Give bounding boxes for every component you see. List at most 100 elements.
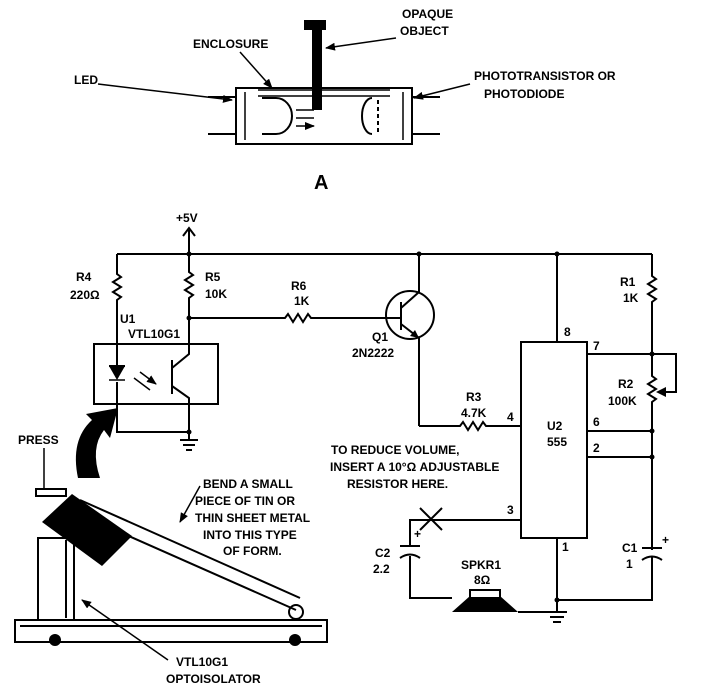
figure-a-caption: A xyxy=(314,172,328,194)
r1-value: 1K xyxy=(623,291,639,305)
volume-insert-point xyxy=(419,507,443,531)
detector-label-2: PHOTODIODE xyxy=(484,87,564,101)
r4-name: R4 xyxy=(76,270,92,284)
r2-potentiometer xyxy=(646,354,658,548)
q1-part: 2N2222 xyxy=(352,346,394,360)
note-line-2: INSERT A 10°Ω ADJUSTABLE xyxy=(330,460,499,474)
press-label: PRESS xyxy=(18,433,59,447)
opto-pointer xyxy=(81,599,169,661)
u1-light-arrows xyxy=(133,371,156,390)
c2-value: 2.2 xyxy=(373,562,390,576)
detector-leads xyxy=(412,96,440,135)
q1-leads xyxy=(392,254,420,426)
r3-value: 4.7K xyxy=(461,406,487,420)
r3-name: R3 xyxy=(466,390,482,404)
screw-left xyxy=(49,634,61,646)
bend-line-3: THIN SHEET METAL xyxy=(195,511,310,525)
c1-name: C1 xyxy=(622,541,638,555)
pin3-wire xyxy=(409,519,521,546)
bend-line-2: PIECE OF TIN OR xyxy=(195,494,295,508)
pin-6: 6 xyxy=(593,415,600,429)
note-line-1: TO REDUCE VOLUME, xyxy=(331,443,459,457)
detector-label-1: PHOTOTRANSISTOR OR xyxy=(474,69,616,83)
led-pointer xyxy=(97,83,233,103)
light-rays xyxy=(296,109,314,126)
screw-right xyxy=(289,634,301,646)
bend-line-5: OF FORM. xyxy=(223,544,282,558)
opaque-object xyxy=(304,20,326,110)
figure-a: LED ENCLOSURE OPAQUE OBJECT PHOTOTRANSIS… xyxy=(74,7,616,194)
r2-name: R2 xyxy=(618,377,634,391)
speaker-name: SPKR1 xyxy=(461,558,501,572)
opaque-label-2: OBJECT xyxy=(400,24,449,38)
r5-name: R5 xyxy=(205,270,221,284)
u1-led xyxy=(109,366,125,380)
u2-555-timer xyxy=(520,341,588,539)
c2-name: C2 xyxy=(375,546,391,560)
press-arrow-icon xyxy=(75,408,118,478)
press-tab xyxy=(35,488,67,497)
speaker xyxy=(452,596,518,612)
opaque-label-1: OPAQUE xyxy=(402,7,453,21)
supply-arrow xyxy=(182,226,196,237)
bend-line-4: INTO THIS TYPE xyxy=(203,528,297,542)
c2-capacitor xyxy=(399,545,452,599)
enclosure-label: ENCLOSURE xyxy=(193,37,268,51)
u1-led-leads xyxy=(109,344,189,433)
u2-part: 555 xyxy=(547,435,567,449)
detector-pointer xyxy=(413,83,471,100)
pin-4: 4 xyxy=(507,410,514,424)
pin-3: 3 xyxy=(507,503,514,517)
pin-1: 1 xyxy=(562,540,569,554)
r5-value: 10K xyxy=(205,287,227,301)
opto-line-2: OPTOISOLATOR xyxy=(166,672,261,686)
bend-line-1: BEND A SMALL xyxy=(203,477,293,491)
enclosure-ends xyxy=(244,92,404,140)
circuit: +5V R4 220Ω R5 10K R6 1K Q1 2N2222 R3 4.… xyxy=(70,211,677,623)
q1-emitter-arrow xyxy=(410,330,419,338)
r6-resistor xyxy=(189,312,392,324)
r2-wiper xyxy=(656,387,666,397)
enclosure-highlight xyxy=(258,89,390,97)
c1-plate-top xyxy=(642,547,662,550)
pin-2: 2 xyxy=(593,441,600,455)
r1-resistor xyxy=(646,254,658,354)
r1-name: R1 xyxy=(620,275,636,289)
r6-name: R6 xyxy=(291,279,307,293)
c1-plus: + xyxy=(662,533,669,547)
pin-8: 8 xyxy=(564,325,571,339)
c1-value: 1 xyxy=(626,557,633,571)
r3-resistor xyxy=(419,420,521,432)
u2-ground xyxy=(547,611,567,623)
note-line-3: RESISTOR HERE. xyxy=(347,477,448,491)
base-board xyxy=(14,619,328,643)
opto-line-1: VTL10G1 xyxy=(176,655,228,669)
u1-name: U1 xyxy=(120,312,136,326)
speaker-value: 8Ω xyxy=(474,573,491,587)
led-body xyxy=(262,97,293,135)
enclosure-pointer xyxy=(239,51,273,89)
r4-resistor xyxy=(111,254,123,344)
r2-wiper-link xyxy=(652,353,677,393)
led-leads xyxy=(208,96,236,135)
bend-pointer xyxy=(179,485,201,523)
q1-transistor xyxy=(385,290,435,340)
press-block xyxy=(42,494,132,566)
r6-value: 1K xyxy=(294,294,310,308)
r4-value: 220Ω xyxy=(70,288,100,302)
u2-name: U2 xyxy=(547,419,563,433)
u1-optoisolator xyxy=(93,343,219,405)
c2-plus: + xyxy=(414,527,421,541)
r5-resistor xyxy=(183,254,195,318)
c1-capacitor xyxy=(557,555,663,601)
supply-label: +5V xyxy=(176,211,198,225)
q1-name: Q1 xyxy=(372,330,388,344)
pin-7: 7 xyxy=(593,339,600,353)
u1-part: VTL10G1 xyxy=(128,327,180,341)
led-label: LED xyxy=(74,73,98,87)
u1-ground xyxy=(180,439,198,451)
optoisolator-block xyxy=(37,537,75,621)
r2-value: 100K xyxy=(608,394,637,408)
mechanism-sketch: PRESS BEND A SMALL PIECE OF TIN OR THIN … xyxy=(14,408,328,686)
